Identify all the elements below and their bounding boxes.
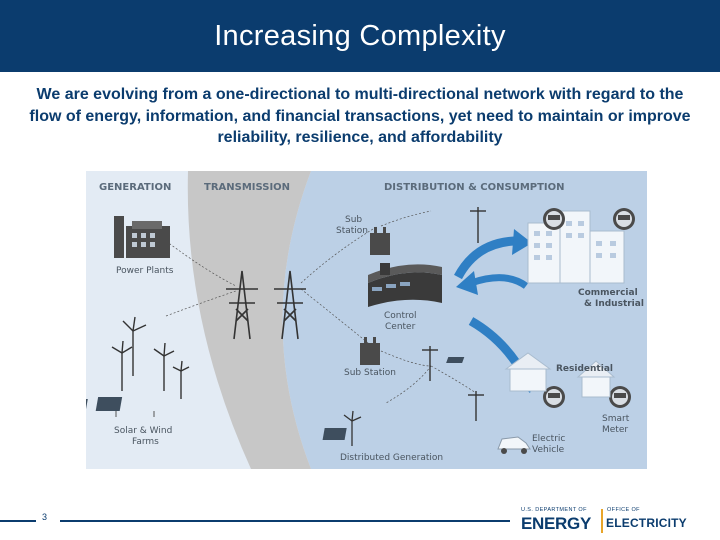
doe-office-of-electricity-logo: U.S. DEPARTMENT OF ENERGY OFFICE OF ELEC… bbox=[521, 507, 701, 535]
commercial-label-line1: Commercial bbox=[578, 288, 638, 298]
logo-electricity-text: ELECTRICITY bbox=[606, 516, 687, 530]
substation-top-label-line2: Station bbox=[336, 226, 368, 236]
transmission-header: TRANSMISSION bbox=[204, 182, 290, 193]
electric-vehicle-label-line2: Vehicle bbox=[532, 445, 565, 455]
footer-line-right bbox=[60, 520, 510, 522]
solar-wind-label-line2: Farms bbox=[132, 437, 159, 447]
smart-meter-label-line2: Meter bbox=[602, 425, 628, 435]
commercial-label-line2: & Industrial bbox=[584, 299, 644, 309]
substation-mid-label: Sub Station bbox=[344, 368, 396, 378]
logo-separator bbox=[601, 509, 603, 533]
residential-label: Residential bbox=[556, 364, 613, 374]
power-plant-icon bbox=[114, 216, 170, 258]
substation-top-label-line1: Sub bbox=[345, 215, 362, 225]
logo-energy-text: ENERGY bbox=[521, 514, 591, 534]
slide-title: Increasing Complexity bbox=[214, 20, 506, 53]
grid-diagram: GENERATION TRANSMISSION DISTRIBUTION & C… bbox=[86, 171, 647, 469]
footer-line-left bbox=[0, 520, 36, 522]
solar-wind-label-line1: Solar & Wind bbox=[114, 426, 172, 436]
slide-subtitle: We are evolving from a one-directional t… bbox=[20, 84, 700, 149]
title-bar: Increasing Complexity bbox=[0, 0, 720, 72]
power-plants-label: Power Plants bbox=[116, 266, 174, 276]
page-number: 3 bbox=[42, 512, 47, 522]
generation-header: GENERATION bbox=[99, 182, 171, 193]
logo-office-text: OFFICE OF bbox=[607, 507, 640, 513]
grid-diagram-svg: GENERATION TRANSMISSION DISTRIBUTION & C… bbox=[86, 171, 647, 469]
distribution-header: DISTRIBUTION & CONSUMPTION bbox=[384, 182, 565, 193]
distribution-background bbox=[283, 171, 648, 469]
electric-vehicle-label-line1: Electric bbox=[532, 434, 565, 444]
control-center-label-line1: Control bbox=[384, 311, 417, 321]
distributed-generation-label: Distributed Generation bbox=[340, 453, 443, 463]
control-center-label-line2: Center bbox=[385, 322, 416, 332]
logo-department-text: U.S. DEPARTMENT OF bbox=[521, 507, 587, 513]
smart-meter-label-line1: Smart bbox=[602, 414, 630, 424]
